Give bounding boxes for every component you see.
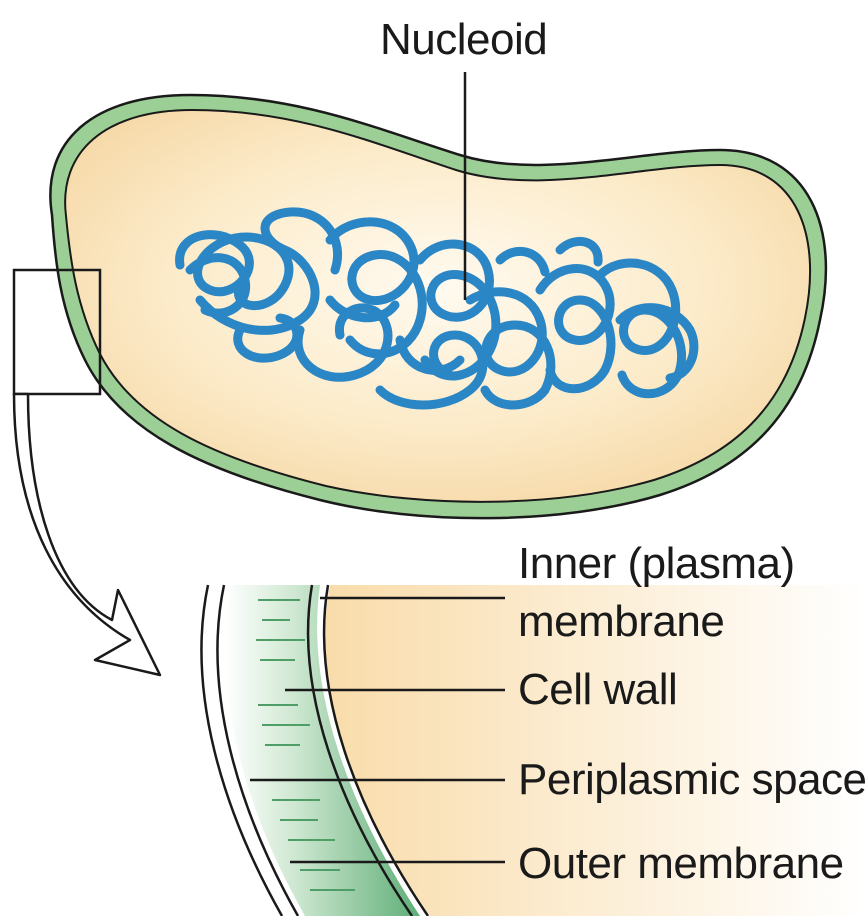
periplasmic-space-label: Periplasmic space [518, 758, 866, 802]
cell-wall-label: Cell wall [518, 668, 677, 712]
inner-membrane-label-line2: membrane [518, 600, 724, 644]
outer-membrane-label: Outer membrane [518, 842, 844, 886]
magnification-arrow [14, 394, 160, 675]
nucleoid-label: Nucleoid [380, 18, 547, 62]
inner-membrane-label-line1: Inner (plasma) [518, 542, 795, 586]
